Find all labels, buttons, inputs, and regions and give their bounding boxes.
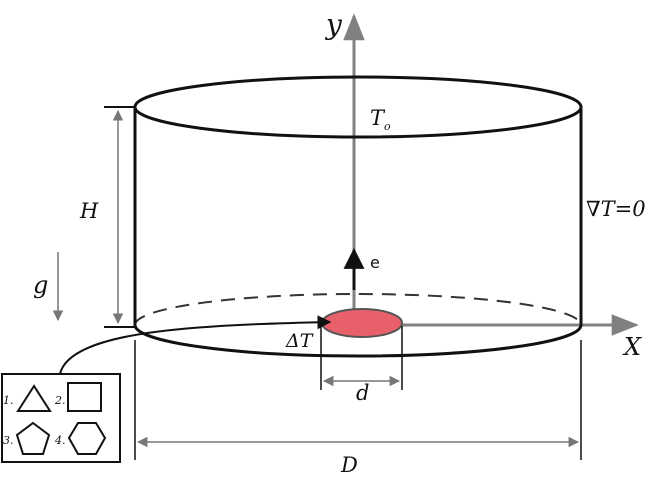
tank-diameter-label: D xyxy=(340,453,358,477)
cylinder-bottom-front xyxy=(133,324,583,358)
triangle-icon xyxy=(16,384,52,412)
delta-t-label: ΔT xyxy=(285,330,314,352)
pentagon-icon xyxy=(15,421,51,455)
gravity-label: g xyxy=(33,271,48,299)
x-axis-label: X xyxy=(622,333,642,361)
side-gradient-label: ∇T=0 xyxy=(586,197,646,221)
unit-vector-label: e xyxy=(370,253,380,272)
inset-num-4: 4. xyxy=(54,434,66,447)
inset-num-2: 2. xyxy=(54,394,66,407)
heater-disk xyxy=(321,308,403,338)
cylinder-bottom-back xyxy=(134,293,582,326)
top-temp-label: To xyxy=(370,106,391,133)
height-label: H xyxy=(79,199,99,223)
inset-connector-curve xyxy=(59,315,332,375)
y-axis-label: y xyxy=(324,8,343,41)
inset-num-3: 3. xyxy=(3,434,14,447)
square-icon xyxy=(67,382,102,412)
heater-shape-inset xyxy=(1,373,121,463)
cylinder-top xyxy=(133,75,583,139)
heater-diameter-label: d xyxy=(356,381,369,405)
inset-num-1: 1. xyxy=(3,394,14,407)
hexagon-icon xyxy=(67,422,107,455)
